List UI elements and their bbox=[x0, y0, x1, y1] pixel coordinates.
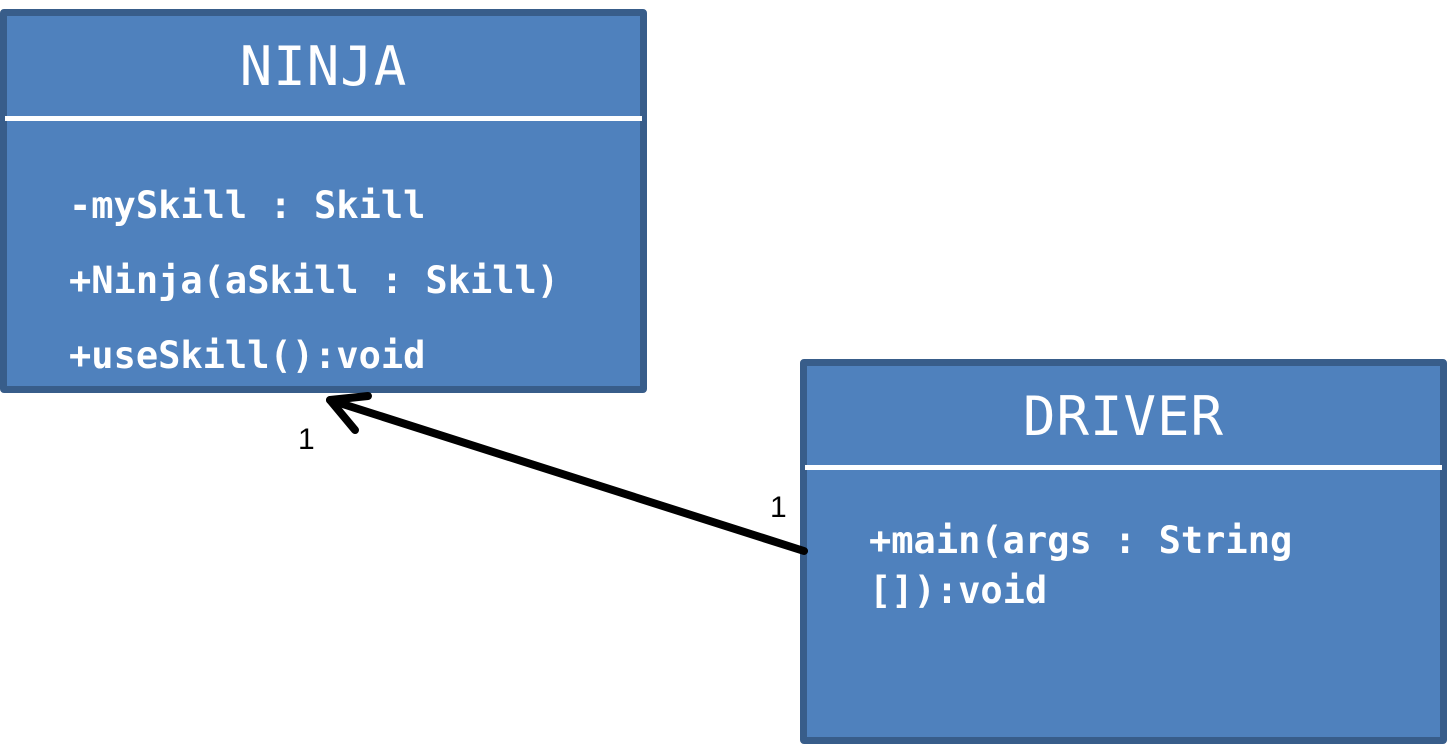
class-name-ninja: NINJA bbox=[239, 35, 408, 98]
class-divider-driver bbox=[805, 465, 1442, 470]
class-divider-ninja bbox=[5, 116, 642, 121]
class-members-ninja: -mySkill : Skill +Ninja(aSkill : Skill) … bbox=[69, 168, 620, 393]
association-line bbox=[326, 396, 808, 555]
class-members-driver: +main(args : String []):void bbox=[869, 516, 1319, 616]
multiplicity-driver-end: 1 bbox=[770, 491, 787, 524]
method-main: +main(args : String []):void bbox=[869, 519, 1293, 612]
class-name-driver: DRIVER bbox=[1022, 385, 1225, 448]
method-useskill: +useSkill():void bbox=[69, 334, 426, 377]
open-arrowhead bbox=[326, 392, 372, 434]
multiplicity-ninja-end: 1 bbox=[298, 423, 315, 456]
method-ninja-constructor: +Ninja(aSkill : Skill) bbox=[69, 259, 560, 302]
class-box-driver: DRIVER +main(args : String []):void bbox=[800, 359, 1447, 744]
class-box-ninja: NINJA -mySkill : Skill +Ninja(aSkill : S… bbox=[0, 9, 647, 393]
attribute-myskill: -mySkill : Skill bbox=[69, 184, 426, 227]
